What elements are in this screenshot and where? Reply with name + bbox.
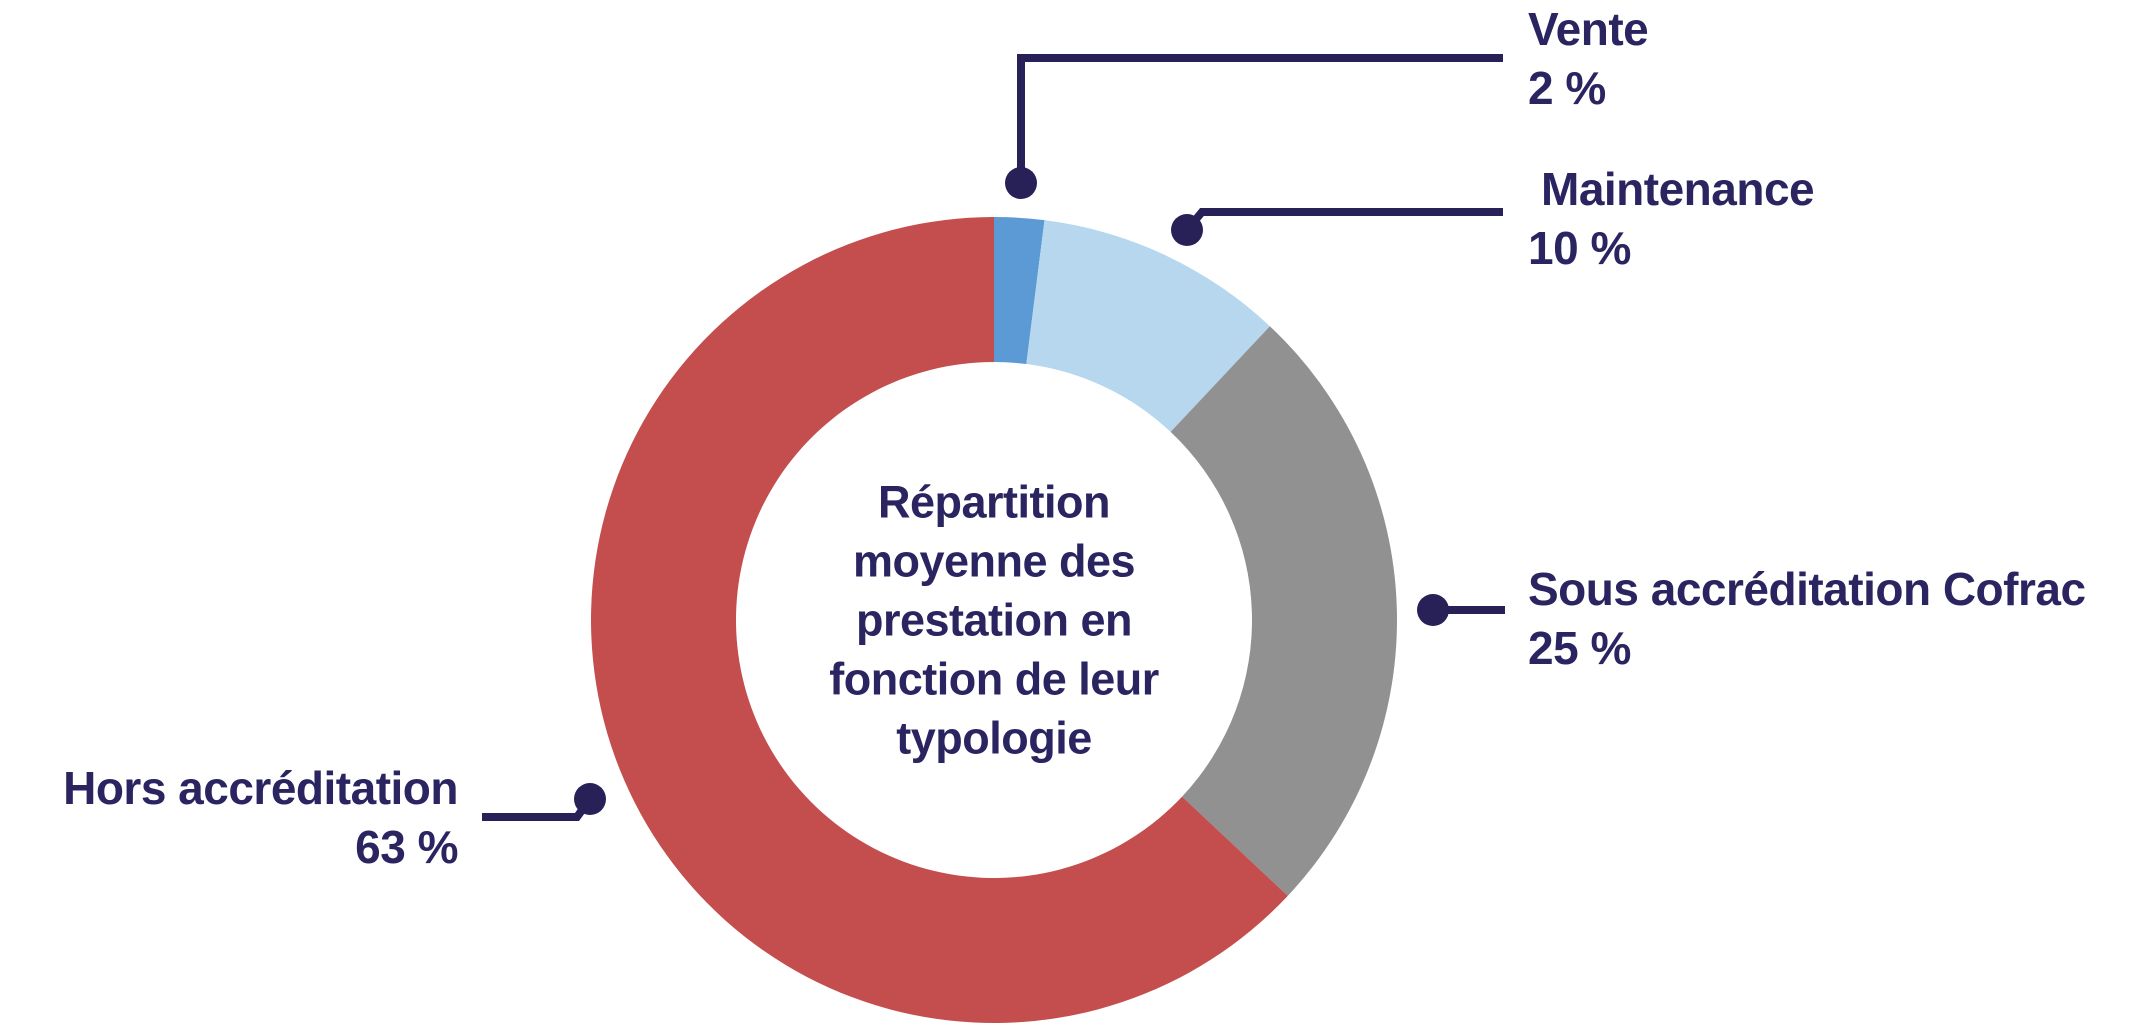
donut-slices xyxy=(591,217,1397,1023)
center-title-line: moyenne des xyxy=(852,535,1136,587)
leader-dot-hors-accreditation xyxy=(574,783,606,815)
segment-label: Sous accréditation Cofrac xyxy=(1528,563,2086,615)
slice-hors-accreditation xyxy=(591,217,1288,1023)
leader-line-hors-accreditation xyxy=(482,796,594,821)
leader-dot-vente xyxy=(1005,167,1037,199)
callout-label-maintenance: Maintenance 10 % xyxy=(1528,160,1815,278)
segment-value: 2 % xyxy=(1528,62,1606,114)
leader-line-vente xyxy=(1017,54,1503,183)
leader-lines xyxy=(482,54,1505,821)
center-title-line: typologie xyxy=(896,712,1092,764)
callout-label-vente: Vente 2 % xyxy=(1528,0,1649,118)
center-title-line: fonction de leur xyxy=(829,653,1159,705)
segment-label: Vente xyxy=(1528,3,1649,55)
chart-center-title: Répartition moyenne des prestation en fo… xyxy=(714,473,1274,768)
leader-dot-sous-accreditation-cofrac xyxy=(1417,594,1449,626)
leader-dot-maintenance xyxy=(1171,214,1203,246)
center-title-line: prestation en xyxy=(855,594,1133,646)
leader-line-maintenance xyxy=(1183,208,1503,233)
segment-value: 25 % xyxy=(1528,622,1631,674)
callout-label-sous-accreditation-cofrac: Sous accréditation Cofrac 25 % xyxy=(1528,560,2086,678)
segment-value: 63 % xyxy=(355,821,458,873)
slice-vente xyxy=(994,217,1045,365)
segment-value: 10 % xyxy=(1528,222,1631,274)
callout-label-hors-accreditation: Hors accréditation 63 % xyxy=(0,759,458,877)
slice-maintenance xyxy=(1026,220,1270,432)
slice-sous-accreditation-cofrac xyxy=(1170,326,1397,896)
segment-label: Hors accréditation xyxy=(63,762,458,814)
center-title-line: Répartition xyxy=(877,476,1111,528)
segment-label: Maintenance xyxy=(1541,163,1815,215)
